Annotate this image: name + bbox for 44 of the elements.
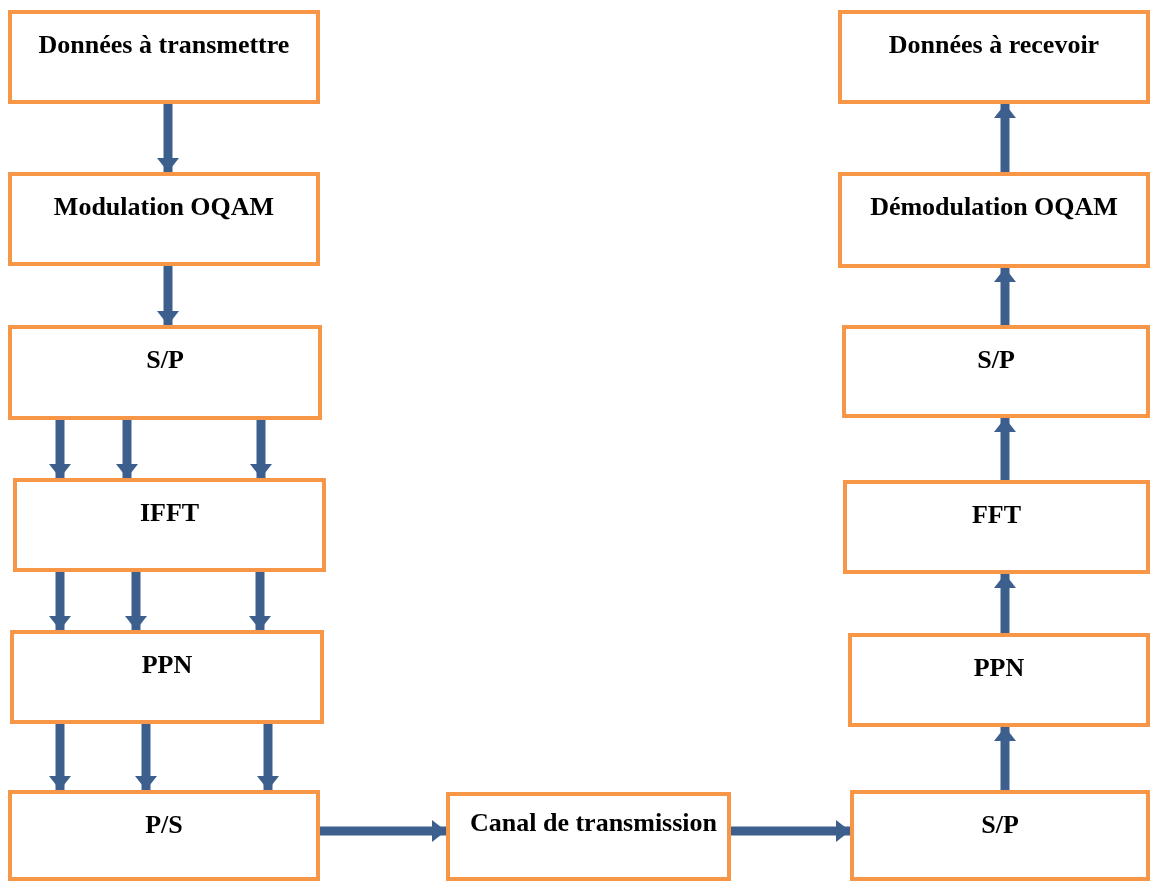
box-label: Données à transmettre — [38, 29, 290, 61]
arrow — [250, 420, 272, 478]
arrow — [249, 572, 271, 630]
arrow — [994, 727, 1016, 790]
box-label: Données à recevoir — [888, 29, 1100, 61]
process-box — [838, 10, 1150, 104]
box-label: FFT — [971, 499, 1022, 531]
process-box — [10, 630, 324, 724]
process-box — [843, 480, 1150, 574]
arrow — [994, 268, 1016, 325]
process-box — [848, 633, 1150, 727]
box-label: S/P — [146, 344, 184, 376]
process-box — [838, 172, 1150, 268]
process-box — [446, 792, 731, 881]
arrow — [135, 724, 157, 790]
arrow — [49, 572, 71, 630]
arrow — [49, 420, 71, 478]
process-box — [8, 172, 320, 266]
box-label: PPN — [973, 652, 1025, 684]
process-box — [8, 790, 320, 881]
box-label: Canal de transmission — [470, 807, 718, 839]
arrow — [731, 820, 850, 842]
box-label: S/P — [981, 809, 1019, 841]
box-label: IFFT — [139, 497, 200, 529]
arrow — [125, 572, 147, 630]
box-label: P/S — [145, 809, 183, 841]
box-label: S/P — [977, 344, 1015, 376]
process-box — [842, 325, 1150, 418]
box-label: Démodulation OQAM — [870, 191, 1118, 223]
arrow — [994, 104, 1016, 172]
arrow — [157, 266, 179, 325]
arrow — [257, 724, 279, 790]
process-box — [850, 790, 1150, 881]
arrow — [116, 420, 138, 478]
process-box — [8, 10, 320, 104]
box-label: Modulation OQAM — [53, 191, 275, 223]
arrow — [49, 724, 71, 790]
process-box — [8, 325, 322, 420]
box-label: PPN — [141, 649, 193, 681]
process-box — [13, 478, 326, 572]
arrow — [994, 574, 1016, 633]
arrow — [157, 104, 179, 172]
arrow — [994, 418, 1016, 480]
arrow — [320, 820, 446, 842]
